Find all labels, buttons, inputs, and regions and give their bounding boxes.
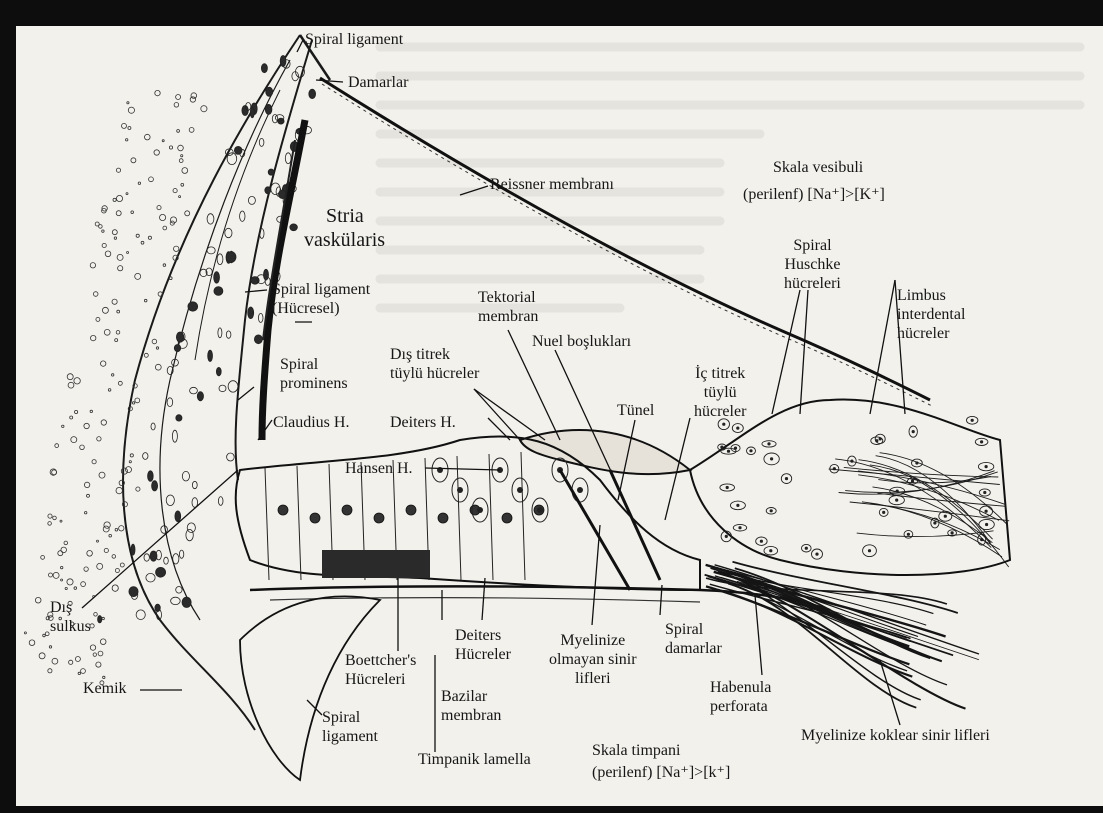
label-spiral-ligament-cellular: Spiral ligament(Hücresel) — [272, 280, 370, 318]
label-outer-hair-cells: Dış titrektüylü hücreler — [390, 345, 479, 383]
boettcher-cells-dark — [322, 550, 430, 578]
label-claudius: Claudius H. — [273, 413, 349, 432]
label-myelinated-cochlear-fibers: Myelinize koklear sinir lifleri — [801, 726, 990, 745]
label-spiral-ligament-top: Spiral ligament — [305, 30, 403, 49]
cochlear-nerve-fibers — [705, 453, 1010, 709]
label-hansen: Hansen H. — [345, 459, 413, 478]
label-tympanic-lamella: Timpanik lamella — [418, 750, 531, 769]
label-basilar-membrane: Bazilarmembran — [441, 687, 501, 725]
label-spiral-ligament-bottom: Spiralligament — [322, 708, 378, 746]
top-border — [0, 0, 1103, 26]
limbus-cell-texture — [718, 416, 995, 559]
label-spiral-prominens: Spiralprominens — [280, 355, 348, 393]
label-skala-vesibuli: Skala vesibuli(perilenf) [Na⁺]>[K⁺] — [773, 158, 885, 204]
label-tectorial-membrane: Tektorialmembran — [478, 288, 538, 326]
left-border — [0, 0, 16, 813]
label-boettcher: Boettcher'sHücreleri — [345, 651, 416, 689]
label-inner-hair-cells: İç titrektüylühücreler — [694, 364, 746, 421]
label-unmyelinated-fibers: Myelinizeolmayan sinirlifleri — [549, 631, 637, 688]
tectorial-membrane — [520, 430, 690, 474]
label-habenula-perforata: Habenulaperforata — [710, 678, 771, 716]
spiral-limbus — [690, 400, 1010, 575]
label-deiters-cells: DeitersHücreler — [455, 626, 511, 664]
label-outer-sulcus: Dışsulkus — [50, 598, 91, 636]
label-scala-tympani: Skala timpani(perilenf) [Na⁺]>[k⁺] — [592, 741, 730, 782]
label-spiral-vessels: Spiraldamarlar — [665, 620, 722, 658]
bone-speckle-texture — [24, 90, 207, 684]
label-deiters-h: Deiters H. — [390, 413, 456, 432]
bottom-border — [0, 806, 1103, 813]
label-tunnel: Tünel — [617, 401, 654, 420]
label-spiral-huschke: SpiralHuschkehücreleri — [784, 236, 841, 293]
label-damarlar: Damarlar — [348, 73, 408, 92]
label-limbus-interdental: Limbusinterdentalhücreler — [897, 286, 965, 343]
tympanic-lamella — [270, 598, 700, 602]
label-stria-vascularis: Striavaskülaris — [326, 204, 385, 252]
label-reissner-membrane: Reissner membranı — [490, 175, 614, 194]
label-kemik: Kemik — [83, 679, 127, 698]
label-nuel-spaces: Nuel boşlukları — [532, 332, 631, 351]
